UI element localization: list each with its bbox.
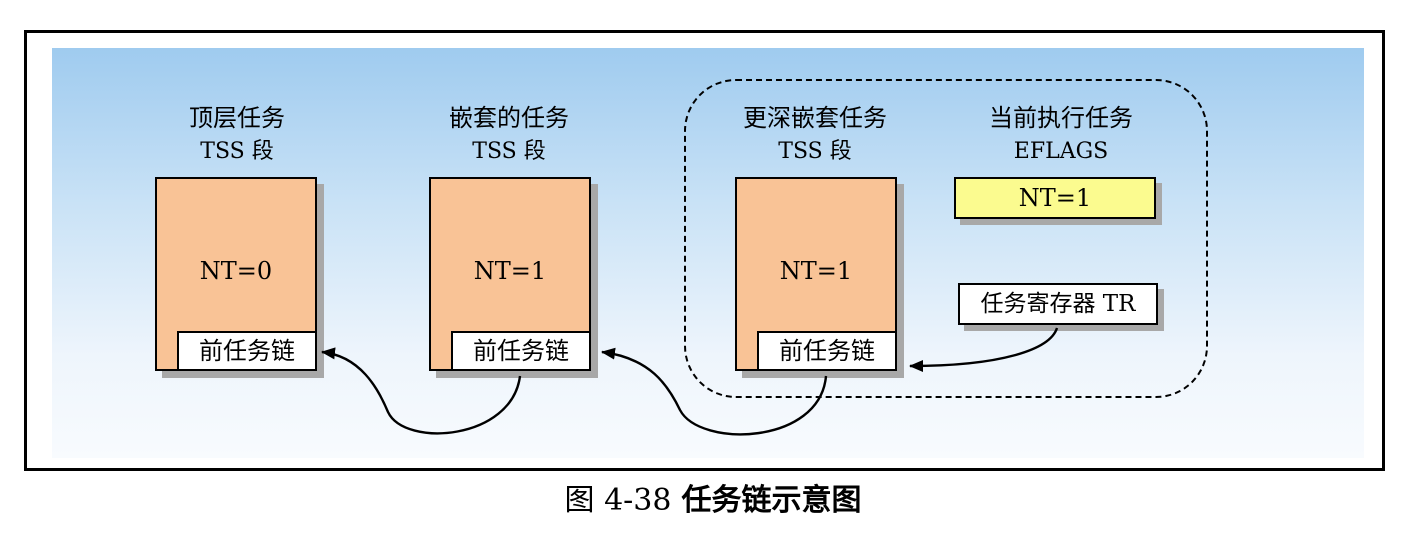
task-deeper-tss-box: NT=1 前任务链 [735,177,897,371]
task-top-title: 顶层任务 [189,104,285,132]
caption-number: 图 4-38 [564,483,672,518]
caption-title: 任务链示意图 [681,483,862,518]
arrow-tr-to-deeper [909,327,1059,372]
task-register-tr: 任务寄存器 TR [958,283,1158,325]
task-deeper-title: 更深嵌套任务 [743,104,887,132]
task-nested-tss-box: NT=1 前任务链 [429,177,591,371]
task-top-label: 顶层任务 TSS 段 [155,101,319,169]
task-nested-label: 嵌套的任务 TSS 段 [414,101,604,169]
task-deeper-nt: NT=1 [779,257,853,285]
task-deeper-subtitle: TSS 段 [778,139,852,164]
task-deeper-link-field: 前任务链 [757,331,897,371]
task-deeper-label: 更深嵌套任务 TSS 段 [710,101,920,169]
task-nested-subtitle: TSS 段 [472,139,546,164]
current-task-group [684,79,1208,398]
task-top-subtitle: TSS 段 [200,139,274,164]
task-top-tss-box: NT=0 前任务链 [155,177,317,371]
task-nested-link-field: 前任务链 [451,331,591,371]
arrow-nested-to-top [321,347,522,435]
task-nested-title: 嵌套的任务 [449,104,569,132]
current-task-title: 当前执行任务 [989,104,1133,132]
arrow-deeper-to-nested [601,347,828,436]
eflags-register: NT=1 [954,177,1156,219]
current-task-label: 当前执行任务 EFLAGS [955,101,1167,169]
task-top-link-field: 前任务链 [177,331,317,371]
task-nested-nt: NT=1 [473,257,547,285]
eflags-label: EFLAGS [1013,139,1109,164]
figure-caption: 图 4-38 任务链示意图 [0,481,1426,521]
task-top-nt: NT=0 [199,257,273,285]
